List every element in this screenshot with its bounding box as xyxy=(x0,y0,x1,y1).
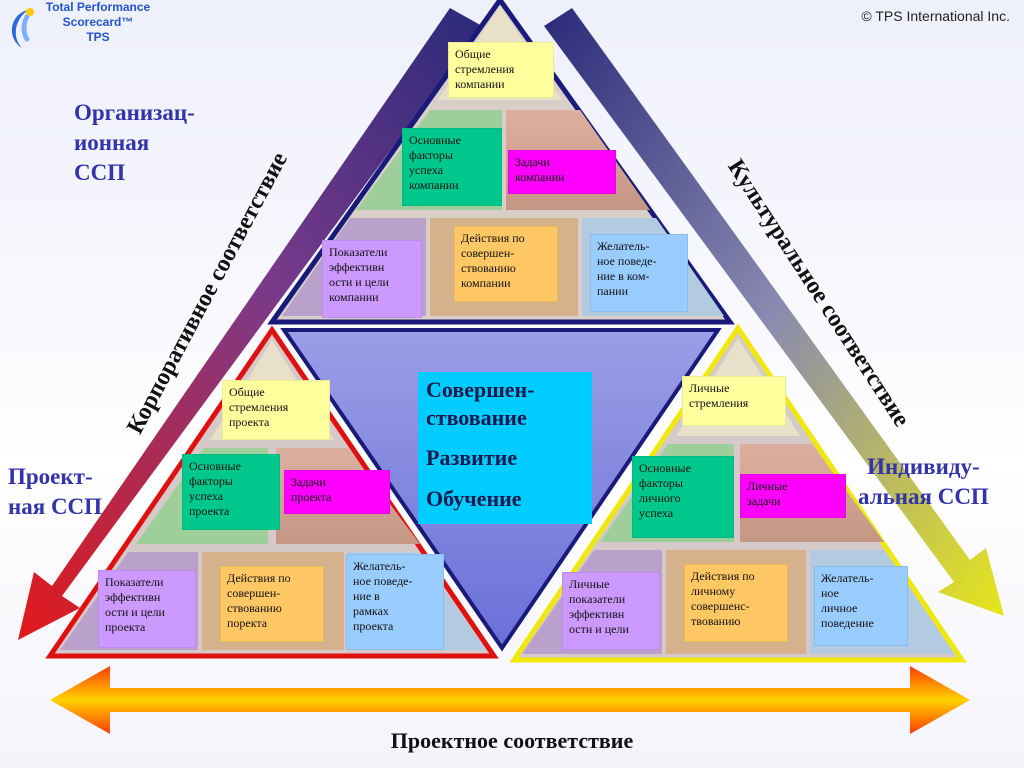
project-ssp-label: Проект- ная ССП xyxy=(8,464,103,519)
right-personal-actions: Действия по личному совершенс- твованию xyxy=(684,564,788,642)
left-project-tasks: Задачи проекта xyxy=(284,470,390,514)
logo-text: Total Performance Scorecard™ TPS xyxy=(34,0,162,45)
logo-line-3: TPS xyxy=(86,30,110,44)
right-personal-indicators: Личные показатели эффективн ости и цели xyxy=(562,572,660,650)
logo-line-2: Scorecard™ xyxy=(62,15,134,29)
yellow-diagonal-arrow-icon xyxy=(544,8,1004,616)
individual-ssp-label: Индивиду- альная ССП xyxy=(858,454,989,509)
copyright-text: © TPS International Inc. xyxy=(861,8,1010,24)
right-personal-behavior: Желатель- ное личное поведение xyxy=(814,566,908,646)
left-project-behavior: Желатель- ное поведе- ние в рамках проек… xyxy=(346,554,444,650)
top-company-indicators: Показатели эффективн ости и цели компани… xyxy=(322,240,422,318)
right-personal-key-factors: Основные факторы личного успеха xyxy=(632,456,734,538)
logo-line-1: Total Performance xyxy=(45,0,151,14)
center-development-box: Совершен- ствование Развитие Обучение xyxy=(418,372,592,524)
center-line-3: Обучение xyxy=(426,485,522,511)
top-company-actions: Действия по совершен- ствованию компании xyxy=(454,226,558,302)
top-company-key-factors: Основные факторы успеха компании xyxy=(402,128,502,206)
right-personal-tasks: Личные задачи xyxy=(740,474,846,518)
tps-logo-icon xyxy=(11,8,34,48)
top-company-behavior: Желатель- ное поведе- ние в ком- пании xyxy=(590,234,688,312)
red-diagonal-arrow-icon xyxy=(18,8,482,640)
left-project-actions: Действия по совершен- ствованию поректа xyxy=(220,566,324,642)
top-company-aspirations: Общие стремления компании xyxy=(448,42,554,98)
left-project-aspirations: Общие стремления проекта xyxy=(222,380,330,440)
top-company-tasks: Задачи компании xyxy=(508,150,616,194)
double-orange-arrow-icon xyxy=(50,666,970,734)
center-line-1: Совершен- ствование xyxy=(426,377,535,430)
project-alignment-label: Проектное соответствие xyxy=(390,728,634,753)
right-personal-aspirations: Личные стремления xyxy=(682,376,786,426)
org-ssp-label: Организац- ионная ССП xyxy=(74,100,195,185)
left-project-key-factors: Основные факторы успеха проекта xyxy=(182,454,280,530)
left-project-indicators: Показатели эффективн ости и цели проекта xyxy=(98,570,196,648)
center-line-2: Развитие xyxy=(426,445,518,470)
